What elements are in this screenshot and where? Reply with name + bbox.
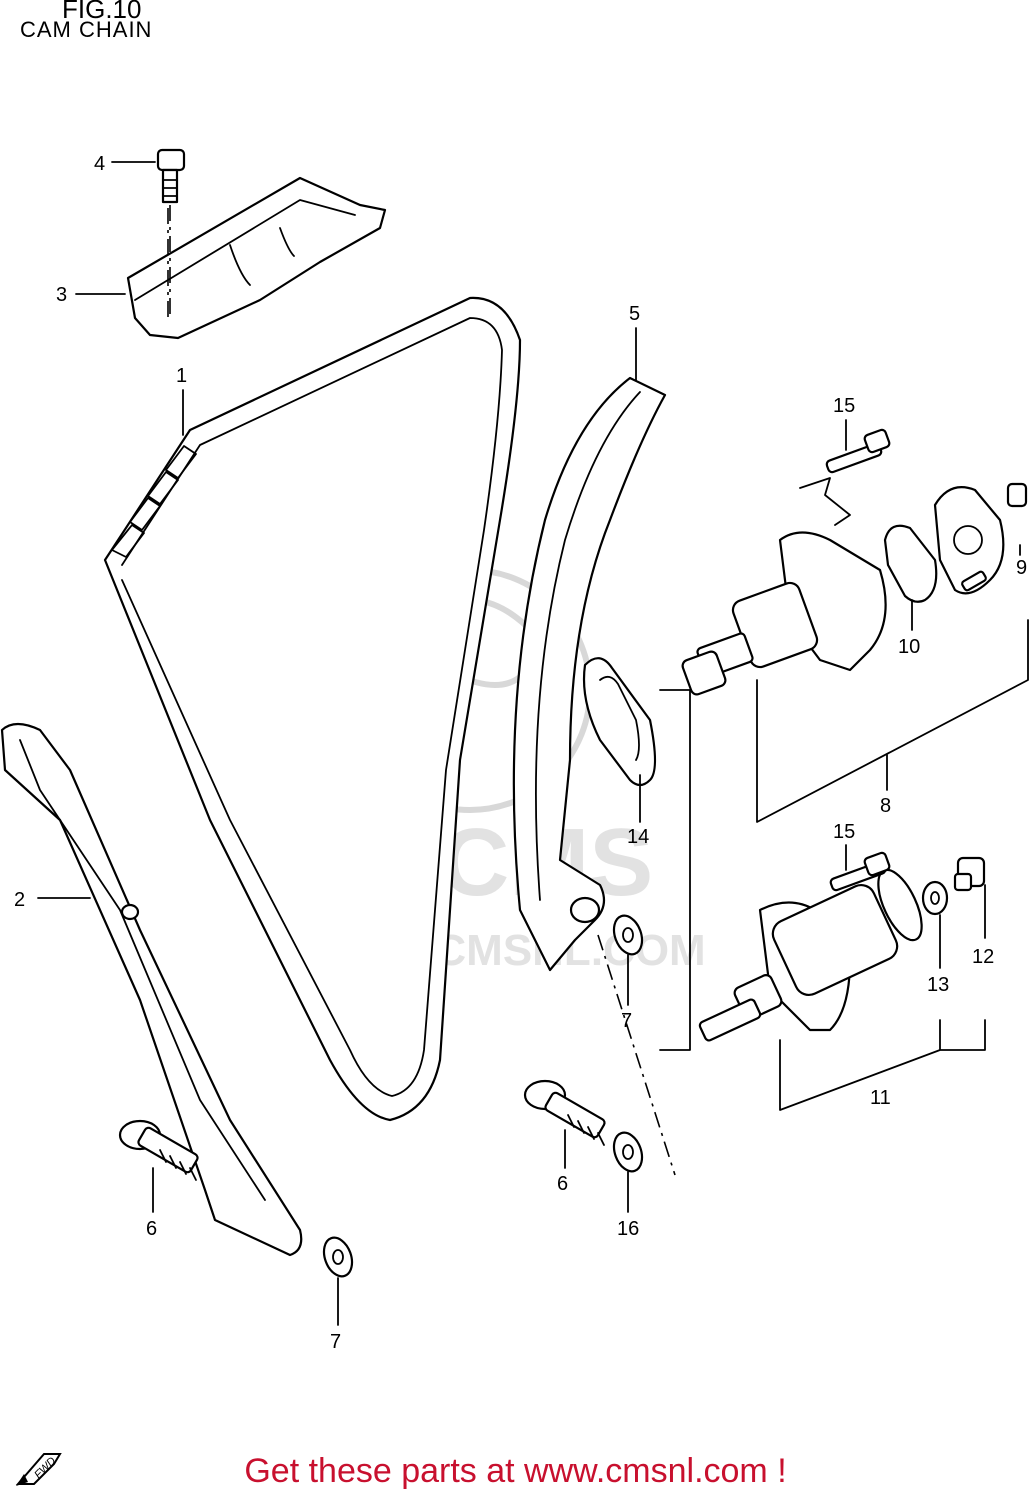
callout-12: 12 [972, 946, 994, 968]
part-15-bolt-top [799, 428, 891, 526]
fwd-arrow-icon: FWD [15, 1453, 62, 1486]
callouts: 4 3 1 2 5 15 9 10 8 14 15 12 13 7 11 6 6… [14, 153, 1027, 1353]
callout-1: 1 [176, 365, 187, 387]
callout-7-lower: 7 [330, 1331, 341, 1353]
part-6-bolt-right [523, 1079, 606, 1146]
callout-6-right: 6 [557, 1173, 568, 1195]
figure-subtitle: CAM CHAIN [20, 17, 153, 42]
part-7-washer-lower [322, 1236, 354, 1278]
callout-13: 13 [927, 974, 949, 996]
part-9-cap [933, 482, 1028, 595]
callout-15-top: 15 [833, 395, 855, 417]
part-4-bolt [156, 148, 186, 320]
part-8-tensioner-top [681, 531, 887, 696]
callout-14: 14 [627, 826, 649, 848]
callout-2: 2 [14, 889, 25, 911]
callout-16: 16 [617, 1218, 639, 1240]
callout-9: 9 [1016, 557, 1027, 579]
part-13-washer [921, 880, 949, 916]
part-16-washer [612, 1131, 644, 1173]
callout-3: 3 [56, 284, 67, 306]
part-3-guide-top [126, 176, 387, 340]
figure-title: FIG.10 [62, 0, 142, 24]
part-2-chain-guide [0, 722, 303, 1257]
callout-10: 10 [898, 636, 920, 658]
callout-11: 11 [870, 1087, 891, 1109]
callout-8: 8 [880, 795, 891, 817]
part-5-tensioner-slipper [512, 376, 667, 972]
callout-5: 5 [629, 303, 640, 325]
footer-link[interactable]: Get these parts at www.cmsnl.com ! [244, 1452, 787, 1490]
leader-lines [37, 161, 1029, 1326]
part-14-gasket [582, 657, 657, 787]
part-15-bolt-bottom [829, 851, 891, 892]
callout-6-left: 6 [146, 1218, 157, 1240]
assembly-lines [167, 208, 676, 1176]
part-6-bolt-left [118, 1119, 199, 1181]
callout-15-bottom: 15 [833, 821, 855, 843]
callout-7-upper: 7 [621, 1010, 632, 1032]
part-12-bolt [953, 856, 986, 892]
part-10-gasket [883, 524, 938, 603]
part-7-washer-upper [612, 914, 644, 956]
part-11-tensioner-bottom [698, 868, 923, 1042]
part-1-cam-chain [103, 296, 522, 1122]
callout-4: 4 [94, 153, 105, 175]
